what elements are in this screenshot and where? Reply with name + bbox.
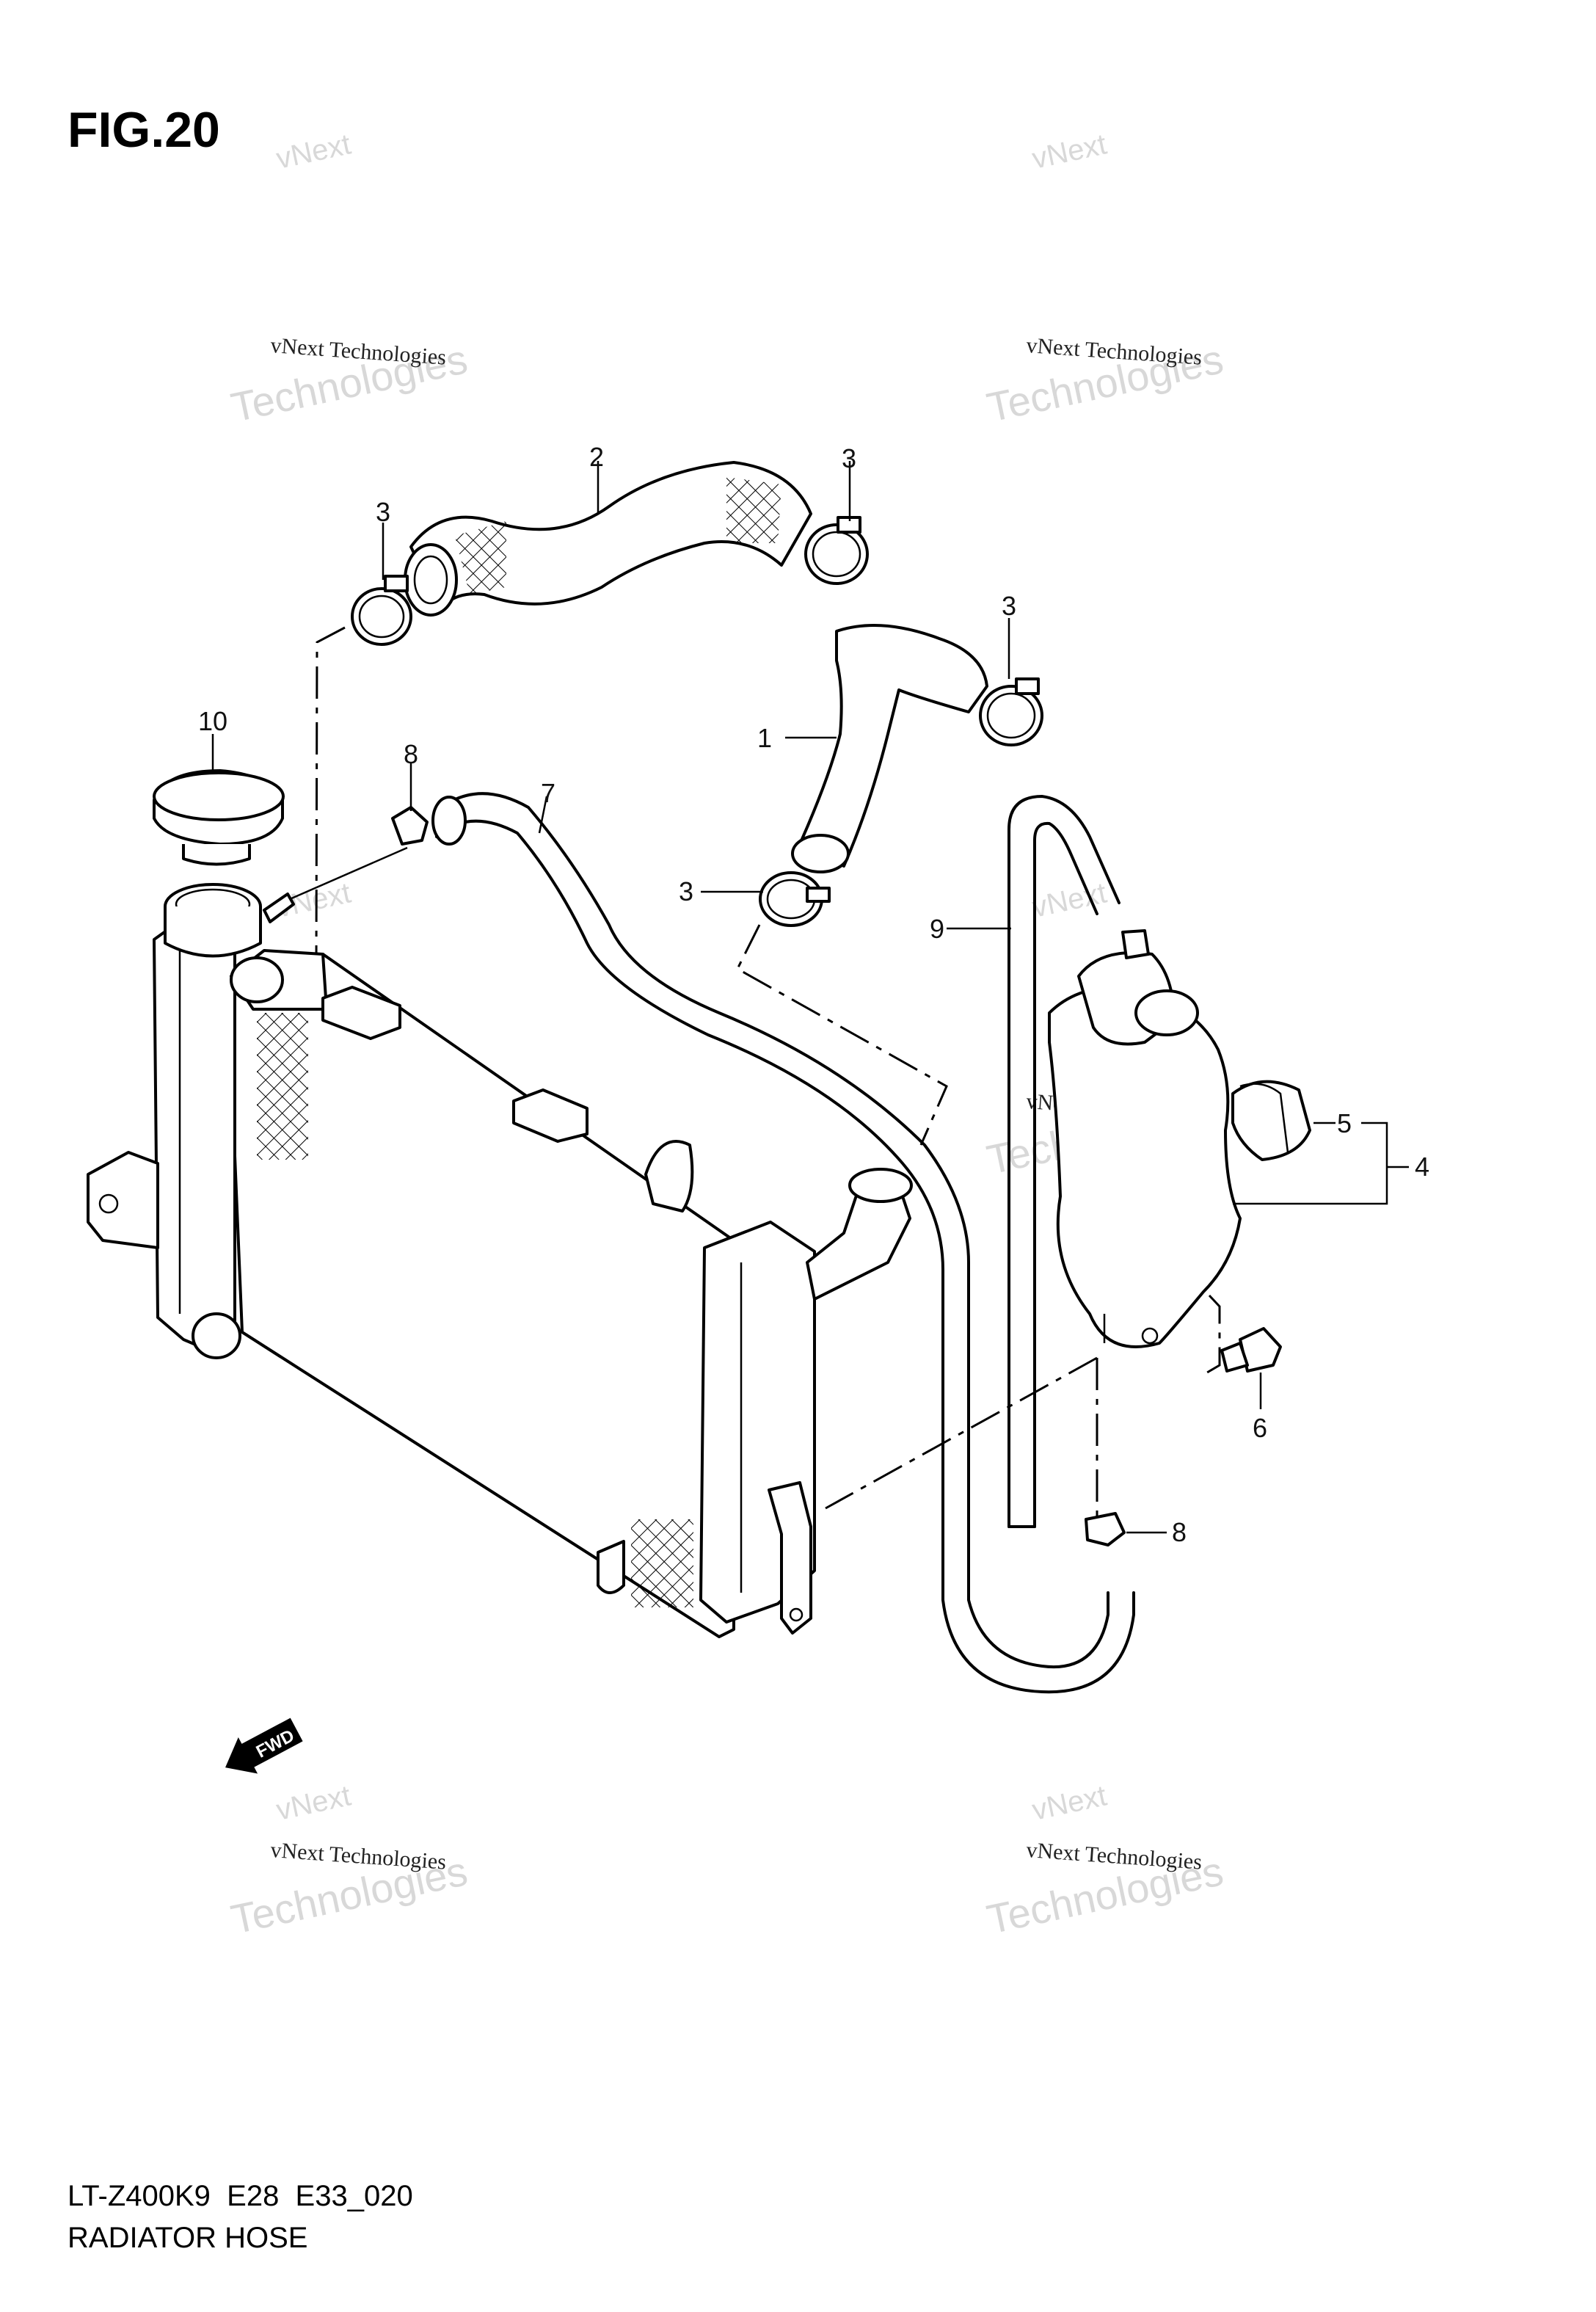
callout-10: 10 [198,706,227,736]
figure-code: LT-Z400K9 E28 E33_020 [68,2180,413,2212]
callout-2: 2 [589,442,604,472]
radiator-hose-lower [791,624,988,873]
callout-3: 3 [376,497,390,527]
reservoir-cap [1231,1080,1311,1161]
svg-text:vNext: vNext [1030,128,1109,175]
figure-title: FIG.20 [68,102,220,158]
callout-3: 3 [842,443,856,473]
callout-1: 1 [757,723,772,753]
callout-8: 8 [404,739,418,769]
callout-4: 4 [1415,1152,1429,1182]
figure-name: RADIATOR HOSE [68,2222,307,2254]
svg-text:vNext: vNext [1030,1780,1109,1827]
radiator-hose-upper [404,461,812,617]
callout-5: 5 [1337,1108,1352,1138]
callout-7: 7 [541,778,555,808]
forward-arrow-icon: FWD [225,1717,303,1774]
hose-clamp [979,677,1043,746]
radiator-cap [153,769,285,866]
watermark-top-right: vNext Technologies vNext Technologies [983,128,1227,431]
svg-text:vNext: vNext [274,128,354,175]
hose-clip [391,806,429,846]
callout-leaders [211,461,1409,1534]
radiator-assembly [87,883,913,1638]
hose-clamp [804,516,869,585]
hose-clamp [351,575,412,646]
callout-6: 6 [1253,1413,1267,1443]
reservoir-hose [431,792,1135,1694]
callout-9: 9 [930,914,944,944]
watermark-top-left: vNext Technologies vNext Technologies [227,128,471,431]
hose-clip [1085,1512,1126,1546]
svg-text:vNext: vNext [1030,877,1109,924]
overflow-hose [1007,795,1121,1528]
callout-3: 3 [679,876,693,906]
watermark-bottom-left: vNext Technologies vNext Technologies [227,1780,471,1943]
bolt [1220,1327,1282,1373]
hose-clamp [759,871,831,927]
watermark-bottom-right: vNext Technologies vNext Technologies [983,1780,1227,1943]
reservoir-tank [1048,929,1242,1348]
svg-text:vNext: vNext [274,1780,354,1827]
callout-3: 3 [1002,591,1016,621]
callout-8: 8 [1172,1517,1187,1547]
